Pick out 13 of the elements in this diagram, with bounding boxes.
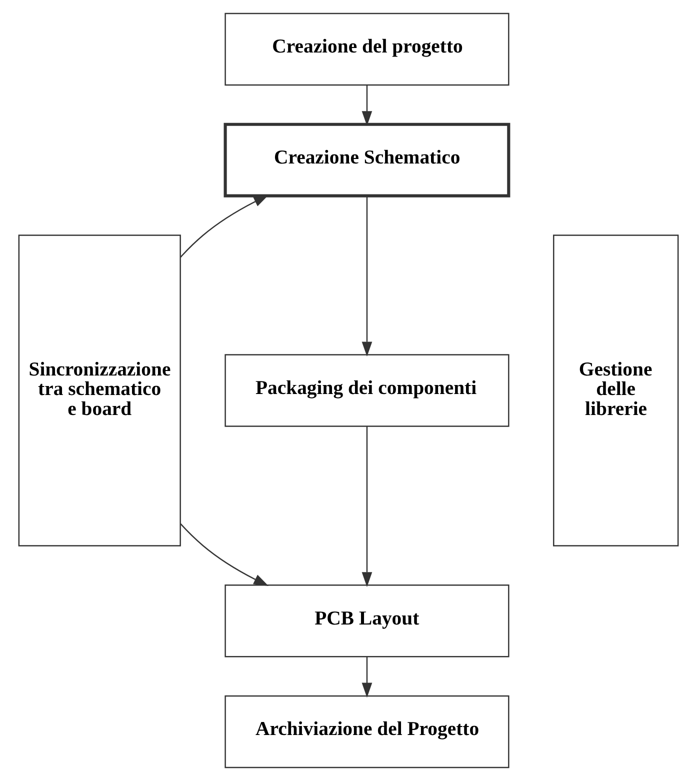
arrow: [362, 85, 372, 126]
arrow: [180, 523, 269, 586]
arrow: [362, 426, 372, 587]
arrow: [180, 195, 269, 258]
arrow: [362, 657, 372, 698]
node-box: PCB Layout: [224, 584, 510, 658]
node-box: Sincronizzazione tra schematico e board: [18, 234, 181, 546]
node-box: Archiviazione del Progetto: [224, 695, 510, 768]
node-box: Packaging dei componenti: [224, 354, 510, 427]
node-box: Gestione delle librerie: [553, 234, 679, 546]
node-box: Creazione Schematico: [224, 122, 510, 198]
node-box: Creazione del progetto: [224, 12, 510, 86]
arrow: [362, 196, 372, 357]
